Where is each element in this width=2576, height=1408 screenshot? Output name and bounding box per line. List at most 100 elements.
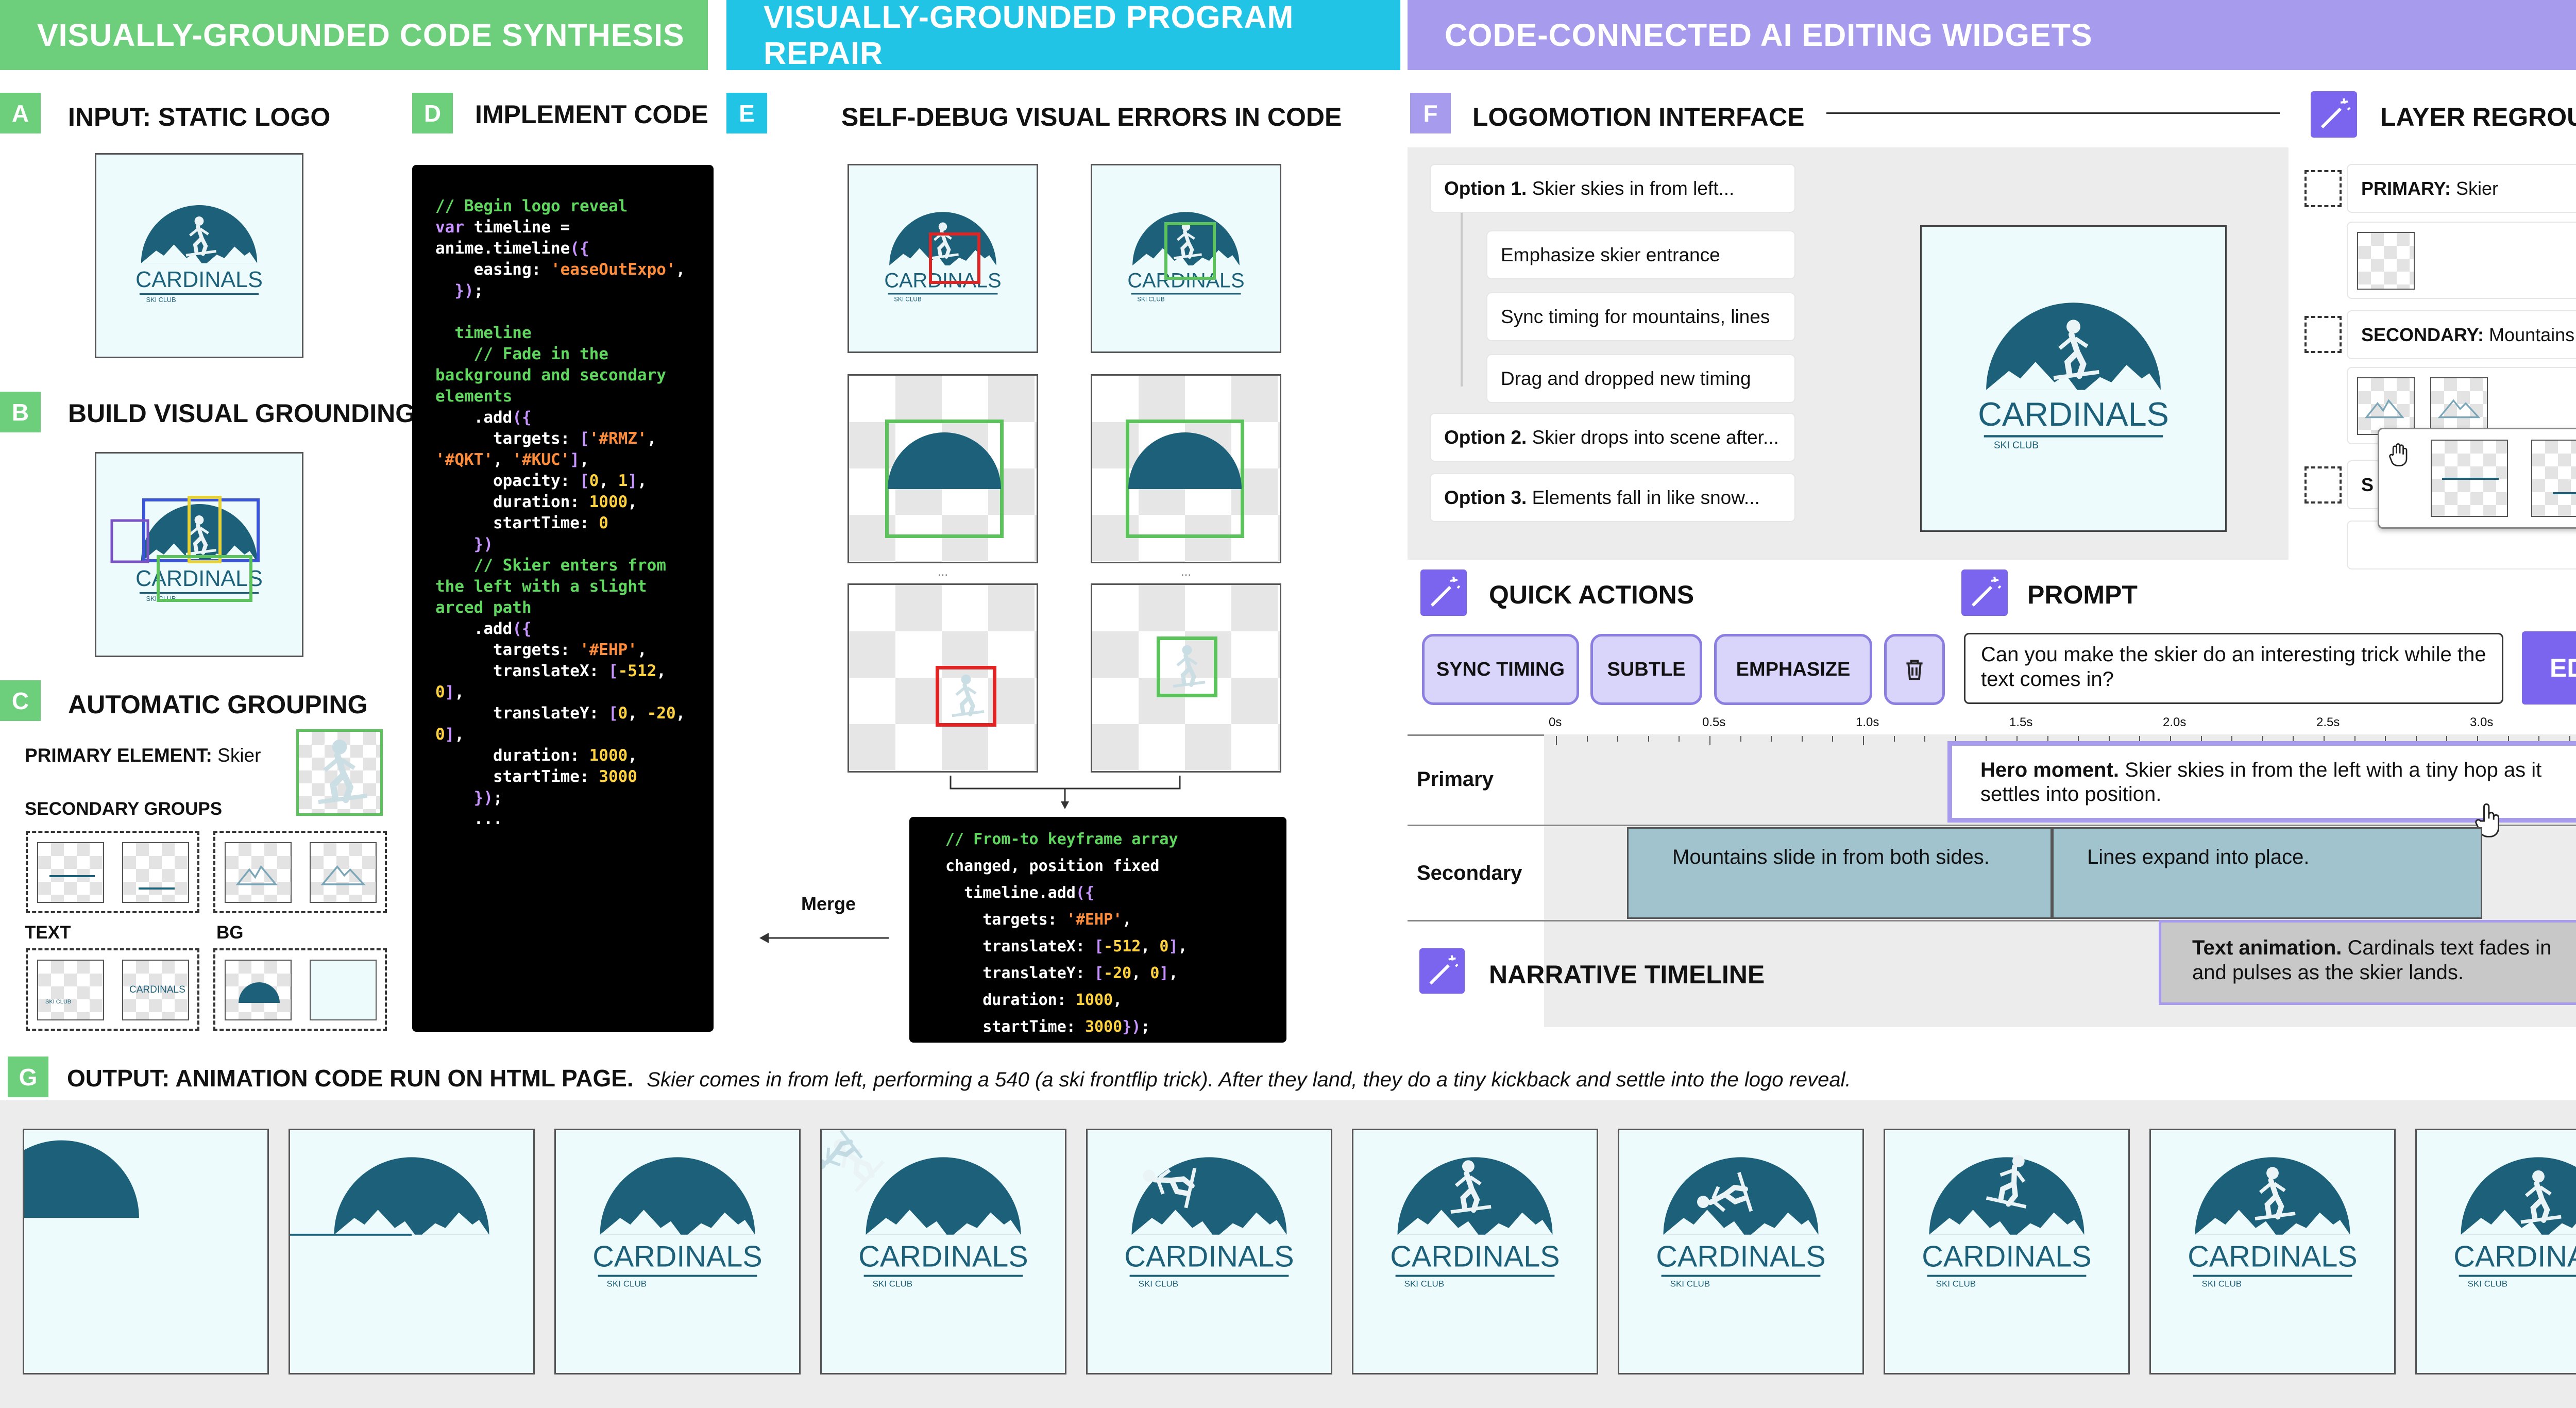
panel-a-title: INPUT: STATIC LOGO xyxy=(68,103,331,131)
tick-label: 3.0s xyxy=(2470,715,2494,729)
panel-b-title: BUILD VISUAL GROUNDING xyxy=(68,399,416,428)
mountains xyxy=(2195,1210,2350,1235)
edit-button[interactable]: EDIT xyxy=(2522,631,2576,705)
logo-subtitle: SKI CLUB xyxy=(1994,440,2039,451)
tick-mark xyxy=(2538,736,2540,742)
row-label-secondary: Secondary xyxy=(1417,862,1522,884)
layer-checkbox[interactable] xyxy=(2304,316,2342,353)
logo-title: CARDINALS xyxy=(2453,1240,2576,1273)
animation-frame: CARDINALS SKI CLUB xyxy=(820,1129,1066,1375)
skier-icon xyxy=(822,1130,863,1170)
line-thumb[interactable] xyxy=(2531,440,2576,517)
mountains xyxy=(1132,248,1240,266)
lines-clip[interactable]: Lines expand into place. xyxy=(2052,827,2482,919)
tick-mark xyxy=(1955,736,1956,742)
skier-icon xyxy=(1143,1167,1197,1209)
prompt-input[interactable]: Can you make the skier do an interesting… xyxy=(1964,633,2503,704)
delete-button[interactable] xyxy=(1884,634,1945,705)
dome-shape xyxy=(600,1157,755,1235)
tick-mark xyxy=(1740,736,1741,742)
dome-shape xyxy=(24,1140,139,1218)
row-label-primary: Primary xyxy=(1417,768,1494,791)
trash-icon xyxy=(1906,660,1923,680)
tick-mark xyxy=(1586,736,1588,742)
magic-wand-icon xyxy=(1961,569,2008,616)
primary-layer[interactable]: PRIMARY: Skier xyxy=(2347,164,2576,213)
logo-subtitle: SKI CLUB xyxy=(1936,1279,1976,1289)
layer-checkbox[interactable] xyxy=(2304,170,2342,207)
logo-subtitle: SKI CLUB xyxy=(146,296,176,304)
line-thumb[interactable] xyxy=(2431,440,2508,517)
option-1[interactable]: Option 1. Skier skies in from left... xyxy=(1430,164,1795,213)
tick-mark xyxy=(2047,736,2048,742)
secondary-layer[interactable]: SECONDARY: Mountains xyxy=(2347,310,2576,359)
option-3[interactable]: Option 3. Elements fall in like snow... xyxy=(1430,473,1795,522)
mountains xyxy=(1663,1210,1819,1235)
logo-subtitle: SKI CLUB xyxy=(1137,296,1165,303)
mountains xyxy=(866,1210,1021,1235)
option-branch-line xyxy=(1461,211,1463,387)
badge-g: G xyxy=(8,1057,48,1097)
logo-title: CARDINALS xyxy=(1127,269,1244,292)
skier-icon xyxy=(1986,1155,2027,1209)
logo-subtitle: SKI CLUB xyxy=(873,1279,912,1289)
hero-moment-clip[interactable]: Hero moment. Skier skies in from the lef… xyxy=(1947,741,2576,823)
mountain-thumb xyxy=(310,842,377,903)
dome-thumb xyxy=(225,960,292,1020)
logo-title: CARDINALS xyxy=(2188,1240,2357,1273)
tick-mark xyxy=(2016,736,2018,745)
mountains xyxy=(1131,1210,1287,1235)
subtle-button[interactable]: SUBTLE xyxy=(1590,634,1702,705)
tick-mark xyxy=(1556,736,1557,745)
tick-label: 0s xyxy=(1549,715,1562,729)
option-1-refinement[interactable]: Emphasize skier entrance xyxy=(1486,230,1795,279)
dome-shape xyxy=(2461,1157,2576,1235)
title-text-thumb: CARDINALS xyxy=(122,960,189,1020)
secondary-groups-label: SECONDARY GROUPS xyxy=(25,799,223,819)
layer-checkbox[interactable] xyxy=(2304,466,2342,504)
output-title: OUTPUT: ANIMATION CODE RUN ON HTML PAGE.… xyxy=(67,1065,1851,1092)
text-animation-clip[interactable]: Text animation. Cardinals text fades in … xyxy=(2159,920,2576,1005)
logo-title: CARDINALS xyxy=(858,1240,1028,1273)
option-1-refinement[interactable]: Sync timing for mountains, lines xyxy=(1486,292,1795,341)
ellipsis: ... xyxy=(938,565,948,579)
logo-subtitle: SKI CLUB xyxy=(1670,1279,1710,1289)
badge-f: F xyxy=(1410,93,1451,133)
panel-c-title: AUTOMATIC GROUPING xyxy=(68,690,368,719)
tick-mark xyxy=(2108,736,2110,742)
merge-arrow xyxy=(759,933,889,943)
error-box xyxy=(936,666,996,727)
mountain-thumb[interactable] xyxy=(2357,377,2415,435)
sync-timing-button[interactable]: SYNC TIMING xyxy=(1422,634,1579,705)
secondary-group-mountains xyxy=(213,831,387,913)
logo-title: CARDINALS xyxy=(884,269,1001,292)
layer-thumb[interactable] xyxy=(2357,232,2415,290)
tick-mark xyxy=(2354,736,2355,742)
text-group: SKI CLUB CARDINALS xyxy=(26,948,199,1031)
cardinals-logo: CARDINALS SKI CLUB xyxy=(822,1130,1028,1289)
tick-mark xyxy=(2078,736,2079,742)
mountain-thumb[interactable] xyxy=(2430,377,2488,435)
mountains xyxy=(889,248,996,266)
drag-popover[interactable] xyxy=(2378,428,2576,529)
ellipsis: ... xyxy=(1181,565,1192,579)
tick-mark xyxy=(1771,736,1772,742)
mountains-clip[interactable]: Mountains slide in from both sides. xyxy=(1627,827,2052,919)
tick-mark xyxy=(2507,736,2509,742)
badge-c: C xyxy=(0,680,41,721)
emphasize-button[interactable]: EMPHASIZE xyxy=(1714,634,1872,705)
background-thumb xyxy=(310,960,377,1020)
option-2[interactable]: Option 2. Skier drops into scene after..… xyxy=(1430,413,1795,462)
cardinals-logo xyxy=(290,1157,489,1236)
code-text: // From-to keyframe array changed, posit… xyxy=(945,830,1188,1036)
skier-icon xyxy=(952,674,985,717)
option-1-refinement[interactable]: Drag and dropped new timing xyxy=(1486,354,1795,403)
skier-icon xyxy=(1174,222,1202,260)
